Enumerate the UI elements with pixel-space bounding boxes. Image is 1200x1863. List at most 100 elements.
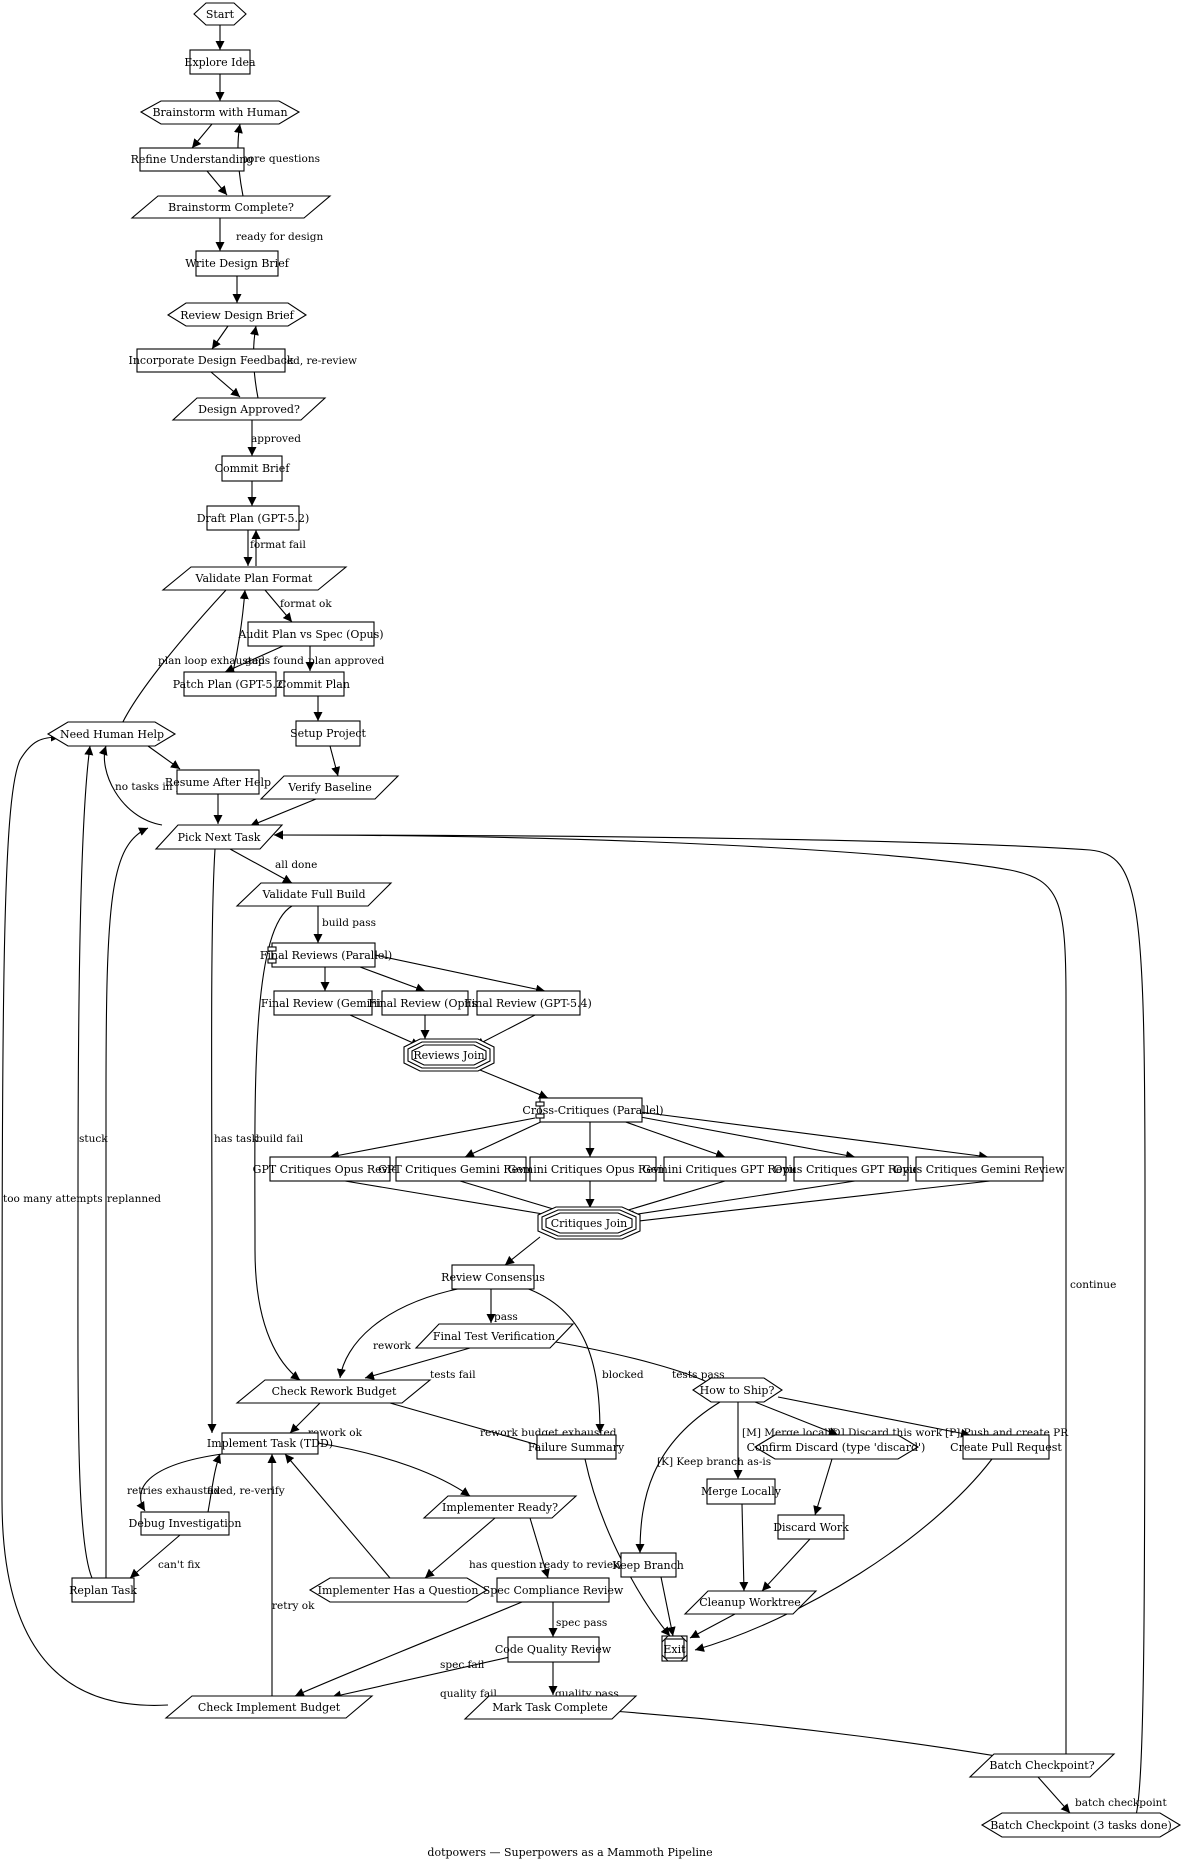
edge-replanned [105,827,149,1578]
node-refine: Refine Understanding [131,147,254,172]
edge-rework-exhausted [389,1402,546,1449]
node-confirm-discard: Confirm Discard (type 'discard') [747,1434,926,1460]
label-rework: rework [373,1340,412,1352]
node-gpt-gemini-label: GPT Critiques Gemini Review [378,1163,544,1176]
node-cross-critiques-label: Cross-Critiques (Parallel) [522,1104,663,1117]
edge-fixed [207,1453,222,1513]
label-ready-for-design: ready for design [236,231,323,243]
node-write-brief-label: Write Design Brief [185,257,289,270]
edge-retries-exhausted [136,1453,223,1512]
node-review-gpt-label: Final Review (GPT-5.4) [464,997,592,1010]
label-has-question: has question [469,1559,537,1571]
edge-patch-validate [232,589,249,673]
label-has-task: has task [214,1133,259,1145]
edge-c1-join [344,1180,556,1219]
node-refine-label: Refine Understanding [131,153,254,166]
node-mark-complete: Mark Task Complete [463,1695,638,1720]
node-pick-next-label: Pick Next Task [178,831,261,844]
node-review-gemini-label: Final Review (Gemini) [261,997,385,1010]
node-review-opus-label: Final Review (Opus) [368,997,481,1010]
node-critiques-join: Critiques Join [537,1206,641,1240]
node-draft-plan-label: Draft Plan (GPT-5.2) [197,512,310,525]
node-verify-baseline-label: Verify Baseline [287,781,371,794]
node-design-approved: Design Approved? [171,397,327,421]
node-start: Start [193,2,247,26]
edge-validate-audit [264,589,293,623]
node-opus-gpt-label: Opus Critiques GPT Review [774,1163,929,1176]
node-implementer-ready-label: Implementer Ready? [442,1501,558,1514]
edge-batch-checkpoint [1037,1776,1071,1814]
node-validate-plan-label: Validate Plan Format [195,572,314,585]
node-validate-build: Validate Full Build [235,882,393,907]
node-spec-review-label: Spec Compliance Review [483,1584,624,1597]
node-brainstorm-label: Brainstorm with Human [152,106,287,119]
node-patch-plan-label: Patch Plan (GPT-5.2) [173,678,288,691]
label-build-pass: build pass [322,917,376,929]
edge-cant-fix [129,1534,181,1579]
edge-stuck [77,745,94,1579]
edge-ship-confirm [754,1401,839,1436]
node-exit-label: Exit [663,1643,686,1656]
label-fixed: fixed, re-verify [207,1485,285,1497]
node-write-brief: Write Design Brief [185,250,290,277]
edge-review-incorporate [211,325,229,350]
label-format-fail: format fail [250,539,307,551]
node-implement: Implement Task (TDD) [207,1432,333,1455]
node-review-opus: Final Review (Opus) [368,990,482,1016]
node-final-test-label: Final Test Verification [433,1330,555,1343]
edge-setup-verify [329,745,341,777]
edge-cleanup-exit [689,1613,736,1639]
edge-tests-fail [364,1347,471,1380]
label-k-keep: [K] Keep branch as-is [657,1456,771,1468]
edge-needhelp-resume [147,745,181,770]
edge-verify-pick [249,798,317,827]
edge-plan-loop [116,589,227,734]
node-opus-gemini: Opus Critiques Gemini Review [894,1156,1066,1182]
node-discard-work-label: Discard Work [773,1521,849,1534]
edge-rework-ok [289,1402,321,1434]
edge-batchcp-pick [273,830,1146,1820]
edge-has-task [207,848,217,1433]
node-spec-review: Spec Compliance Review [483,1577,624,1603]
node-mark-complete-label: Mark Task Complete [492,1701,608,1714]
edge-ship-keep [635,1401,721,1554]
node-exit: Exit [661,1635,688,1662]
node-batch-q-label: Batch Checkpoint? [989,1759,1094,1772]
edge-cross-c6 [639,1111,989,1161]
node-draft-plan: Draft Plan (GPT-5.2) [197,505,310,531]
edge-fr-opus [359,966,426,993]
edge-cross-c1 [329,1117,536,1160]
edge-cross-c5 [634,1115,856,1160]
edge-c6-join [629,1180,991,1226]
node-brainstorm-complete-label: Brainstorm Complete? [168,201,294,214]
node-gemini-opus-label: Gemini Critiques Opus Review [508,1163,680,1176]
node-incorporate-label: Incorporate Design Feedback [128,354,293,367]
node-final-reviews: Final Reviews (Parallel) [260,942,392,968]
edge-has-question [424,1517,496,1579]
node-confirm-discard-label: Confirm Discard (type 'discard') [747,1441,926,1454]
edge-pick-validatebuild [229,848,293,884]
node-merge-locally-label: Merge Locally [701,1485,782,1498]
label-format-ok: format ok [280,598,332,610]
node-impl-budget-label: Check Implement Budget [198,1701,341,1714]
node-reviews-join-label: Reviews Join [413,1049,484,1062]
node-opus-gemini-label: Opus Critiques Gemini Review [894,1163,1066,1176]
node-commit-plan: Commit Plan [278,671,350,697]
edge-question-implement [284,1453,391,1579]
node-audit-plan-label: Audit Plan vs Spec (Opus) [237,628,383,641]
node-reviews-join: Reviews Join [403,1038,495,1072]
node-has-question: Implementer Has a Question [308,1577,489,1603]
label-cant-fix: can't fix [158,1559,200,1571]
edge-join-consensus [504,1236,541,1266]
edge-mark-batch [611,1710,1021,1763]
edge-c5-join [624,1180,856,1220]
node-resume: Resume After Help [165,769,271,795]
label-more-questions: more questions [238,153,320,165]
label-stuck: stuck [79,1133,108,1145]
edge-impl-ready [317,1442,471,1497]
node-has-question-label: Implementer Has a Question [318,1584,479,1597]
node-audit-plan: Audit Plan vs Spec (Opus) [237,621,384,647]
node-start-label: Start [206,8,235,21]
edge-keep-exit [660,1576,676,1637]
node-replan: Replan Task [69,1577,137,1603]
